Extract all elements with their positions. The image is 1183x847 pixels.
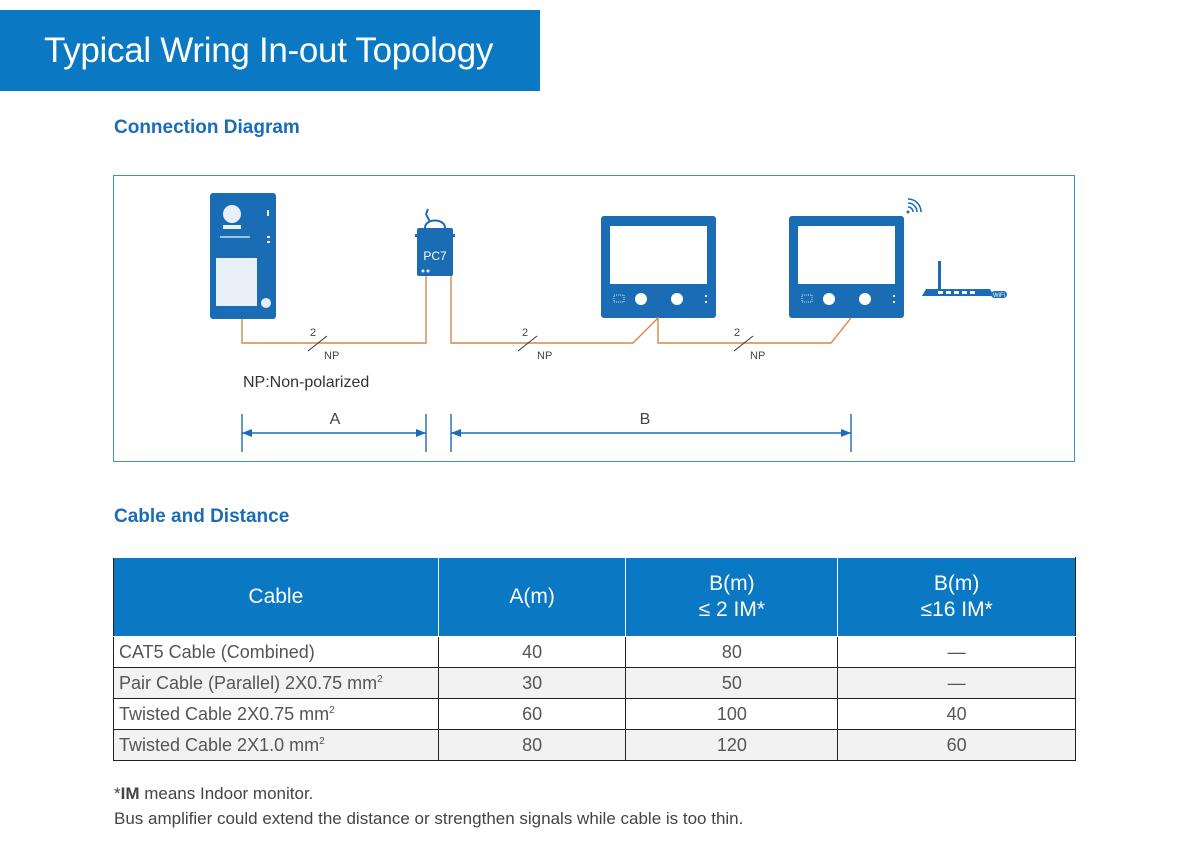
cable-distance-table: Cable A(m) B(m)≤ 2 IM* B(m)≤16 IM* CAT5 … <box>113 557 1076 761</box>
connection-diagram: PC7 <box>113 175 1075 462</box>
indoor-monitor-1-icon <box>601 216 716 318</box>
wire-type-label-1: NP <box>324 350 339 362</box>
connection-diagram-heading: Connection Diagram <box>114 117 300 138</box>
distance-b16-cell: — <box>837 667 1076 699</box>
header-b-16im: B(m)≤16 IM* <box>837 557 1076 637</box>
header-b-2im: B(m)≤ 2 IM* <box>625 557 839 637</box>
page-title: Typical Wring In-out Topology <box>44 31 494 70</box>
distance-b16-cell: 60 <box>837 729 1076 761</box>
distance-b2-cell: 50 <box>625 667 839 699</box>
cable-type-cell: Pair Cable (Parallel) 2X0.75 mm2 <box>113 667 439 699</box>
distance-b2-cell: 80 <box>625 636 839 668</box>
distance-b2-cell: 120 <box>625 729 839 761</box>
title-banner: Typical Wring In-out Topology <box>0 10 540 91</box>
cable-type-cell: Twisted Cable 2X1.0 mm2 <box>113 729 439 761</box>
wire-type-label-3: NP <box>750 350 765 362</box>
distance-b16-cell: 40 <box>837 698 1076 730</box>
table-header-row: Cable A(m) B(m)≤ 2 IM* B(m)≤16 IM* <box>113 557 1076 637</box>
pc7-controller-icon: PC7 <box>415 208 455 276</box>
wire-slashes <box>307 335 754 352</box>
distance-a-cell: 30 <box>437 667 627 699</box>
header-cable: Cable <box>113 557 439 637</box>
diagram-svg: PC7 <box>210 193 1007 452</box>
wiring <box>241 276 852 344</box>
table-row: CAT5 Cable (Combined) 40 80 — <box>113 636 1076 668</box>
wire-count-label-3: 2 <box>734 327 740 339</box>
wire-count-label-1: 2 <box>310 327 316 339</box>
distance-b2-cell: 100 <box>625 698 839 730</box>
wire-count-label-2: 2 <box>522 327 528 339</box>
footnote-im: *IM means Indoor monitor. <box>114 784 314 803</box>
router-icon: WiFi <box>922 261 1007 299</box>
distance-a-cell: 40 <box>437 636 627 668</box>
dimension-lines <box>241 414 852 452</box>
table-row: Twisted Cable 2X1.0 mm2 80 120 60 <box>113 729 1076 761</box>
router-wifi-badge: WiFi <box>993 293 1005 299</box>
distance-a-cell: 80 <box>437 729 627 761</box>
distance-a-cell: 60 <box>437 698 627 730</box>
door-station-icon <box>210 193 276 319</box>
distance-b16-cell: — <box>837 636 1076 668</box>
table-row: Pair Cable (Parallel) 2X0.75 mm2 30 50 — <box>113 667 1076 699</box>
footnote-amplifier: Bus amplifier could extend the distance … <box>114 809 744 828</box>
cable-distance-heading: Cable and Distance <box>114 506 290 527</box>
wire-type-label-2: NP <box>537 350 552 362</box>
table-row: Twisted Cable 2X0.75 mm2 60 100 40 <box>113 698 1076 730</box>
legend-text: NP:Non-polarized <box>243 374 369 391</box>
indoor-monitor-2-icon <box>789 216 904 318</box>
cable-type-cell: CAT5 Cable (Combined) <box>113 636 439 668</box>
header-a: A(m) <box>437 557 627 637</box>
cable-type-cell: Twisted Cable 2X0.75 mm2 <box>113 698 439 730</box>
pc7-label: PC7 <box>423 249 447 263</box>
span-a-label: A <box>330 411 341 428</box>
span-b-label: B <box>640 411 651 428</box>
wifi-signal-icon <box>906 198 922 214</box>
